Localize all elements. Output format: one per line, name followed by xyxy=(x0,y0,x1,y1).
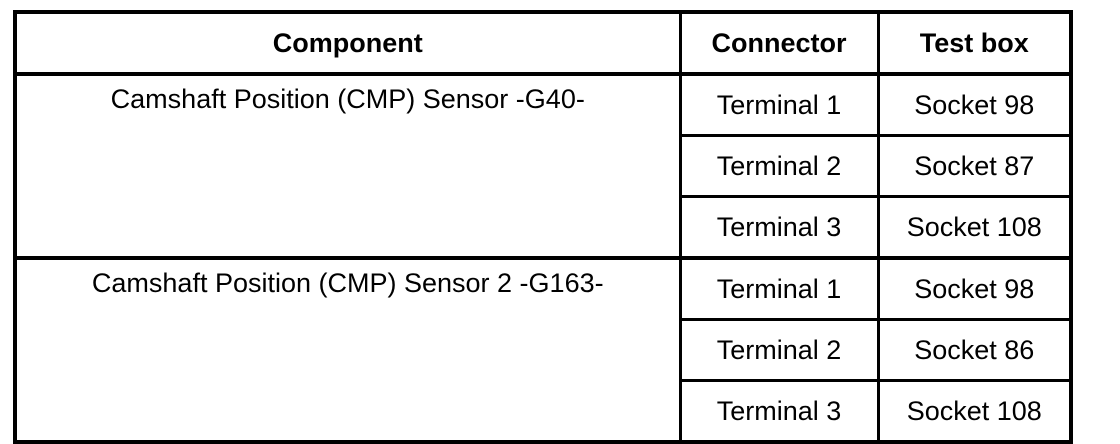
test-box-cell: Socket 87 xyxy=(878,135,1071,198)
column-header-connector: Connector xyxy=(680,12,880,76)
column-header-test-box: Test box xyxy=(878,12,1071,76)
component-cell: Camshaft Position (CMP) Sensor -G40- xyxy=(15,74,682,260)
table-row: Camshaft Position (CMP) Sensor -G40- Ter… xyxy=(15,74,1071,260)
component-cell: Camshaft Position (CMP) Sensor 2 -G163- xyxy=(15,258,682,444)
table-body: Camshaft Position (CMP) Sensor -G40- Ter… xyxy=(15,74,1071,444)
column-header-component: Component xyxy=(15,12,682,76)
table-row: Camshaft Position (CMP) Sensor 2 -G163- … xyxy=(15,258,1071,444)
test-box-cell: Socket 108 xyxy=(878,380,1071,442)
pinout-table-container: Component Connector Test box Camshaft Po… xyxy=(13,10,1073,444)
table-header: Component Connector Test box xyxy=(15,12,1071,76)
table-row: Terminal 3 Socket 108 xyxy=(15,380,1071,442)
test-box-cell: Socket 108 xyxy=(878,196,1071,260)
table-header-row: Component Connector Test box xyxy=(15,12,1071,76)
connector-cell: Terminal 1 xyxy=(680,258,880,321)
component-connector-testbox-table: Component Connector Test box Camshaft Po… xyxy=(13,10,1073,444)
connector-cell: Terminal 1 xyxy=(680,74,880,137)
test-box-cell: Socket 98 xyxy=(878,258,1071,321)
test-box-cell: Socket 86 xyxy=(878,319,1071,382)
table-row: Terminal 3 Socket 108 xyxy=(15,196,1071,260)
table-row: Terminal 2 Socket 86 xyxy=(15,319,1071,382)
connector-cell: Terminal 3 xyxy=(680,196,880,260)
table-row: Terminal 2 Socket 87 xyxy=(15,135,1071,198)
test-box-cell: Socket 98 xyxy=(878,74,1071,137)
connector-cell: Terminal 2 xyxy=(680,135,880,198)
connector-cell: Terminal 2 xyxy=(680,319,880,382)
connector-cell: Terminal 3 xyxy=(680,380,880,442)
